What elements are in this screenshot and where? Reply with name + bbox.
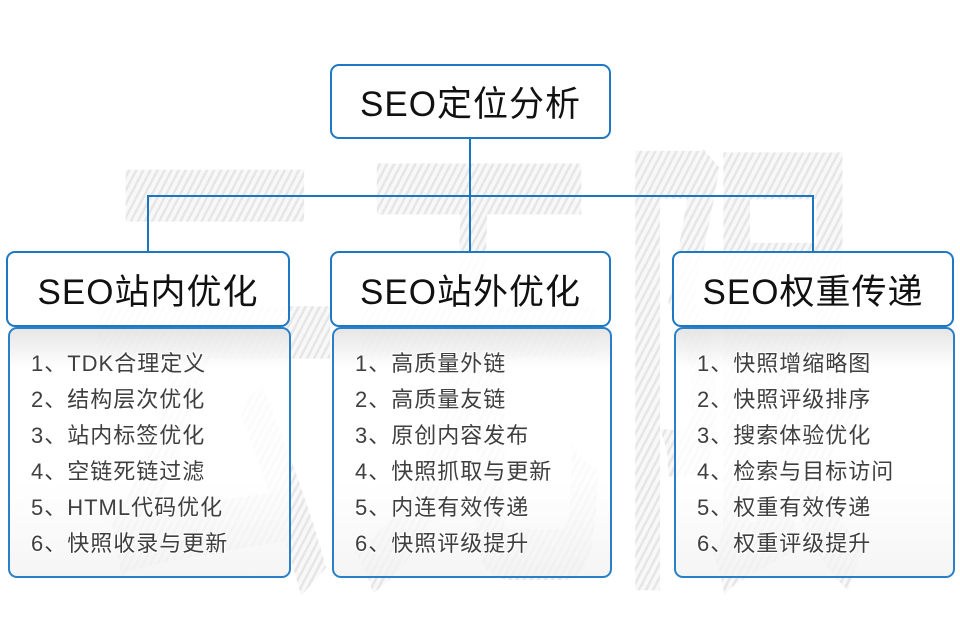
root-node: SEO定位分析 <box>330 64 611 139</box>
list-item: 4、空链死链过滤 <box>31 459 206 484</box>
list-item: 2、高质量友链 <box>355 387 507 412</box>
list-item: 1、快照增缩略图 <box>697 351 872 376</box>
list-item: 5、HTML代码优化 <box>31 495 224 520</box>
connector-root-down <box>469 138 471 197</box>
list-item: 1、高质量外链 <box>355 351 507 376</box>
list-item: 4、快照抓取与更新 <box>355 459 553 484</box>
connector-horizontal <box>147 195 814 197</box>
list-item: 2、快照评级排序 <box>697 387 872 412</box>
branch-node-offsite: SEO站外优化 <box>330 251 611 327</box>
list-item: 5、内连有效传递 <box>355 495 530 520</box>
branch-node-label: SEO站内优化 <box>37 272 259 312</box>
connector-drop-right <box>812 195 814 252</box>
list-item: 3、搜索体验优化 <box>697 423 872 448</box>
list-item: 1、TDK合理定义 <box>31 351 207 376</box>
list-item: 3、原创内容发布 <box>355 423 530 448</box>
list-item: 6、权重评级提升 <box>697 531 872 556</box>
list-item: 6、快照收录与更新 <box>31 531 229 556</box>
connector-drop-left <box>147 195 149 252</box>
branch-list-weight: 1、快照增缩略图 2、快照评级排序 3、搜索体验优化 4、检索与目标访问 5、权… <box>674 327 955 578</box>
root-node-label: SEO定位分析 <box>360 85 581 124</box>
list-item: 2、结构层次优化 <box>31 387 206 412</box>
branch-list-onsite: 1、TDK合理定义 2、结构层次优化 3、站内标签优化 4、空链死链过滤 5、H… <box>8 327 291 578</box>
list-item: 6、快照评级提升 <box>355 531 530 556</box>
branch-list-offsite: 1、高质量外链 2、高质量友链 3、原创内容发布 4、快照抓取与更新 5、内连有… <box>332 327 612 578</box>
list-item: 4、检索与目标访问 <box>697 459 895 484</box>
list-item: 3、站内标签优化 <box>31 423 206 448</box>
branch-node-weight: SEO权重传递 <box>672 251 954 327</box>
branch-node-label: SEO权重传递 <box>702 272 924 312</box>
branch-node-onsite: SEO站内优化 <box>6 251 290 327</box>
list-item: 5、权重有效传递 <box>697 495 872 520</box>
branch-node-label: SEO站外优化 <box>360 272 581 312</box>
connector-drop-center <box>469 195 471 252</box>
